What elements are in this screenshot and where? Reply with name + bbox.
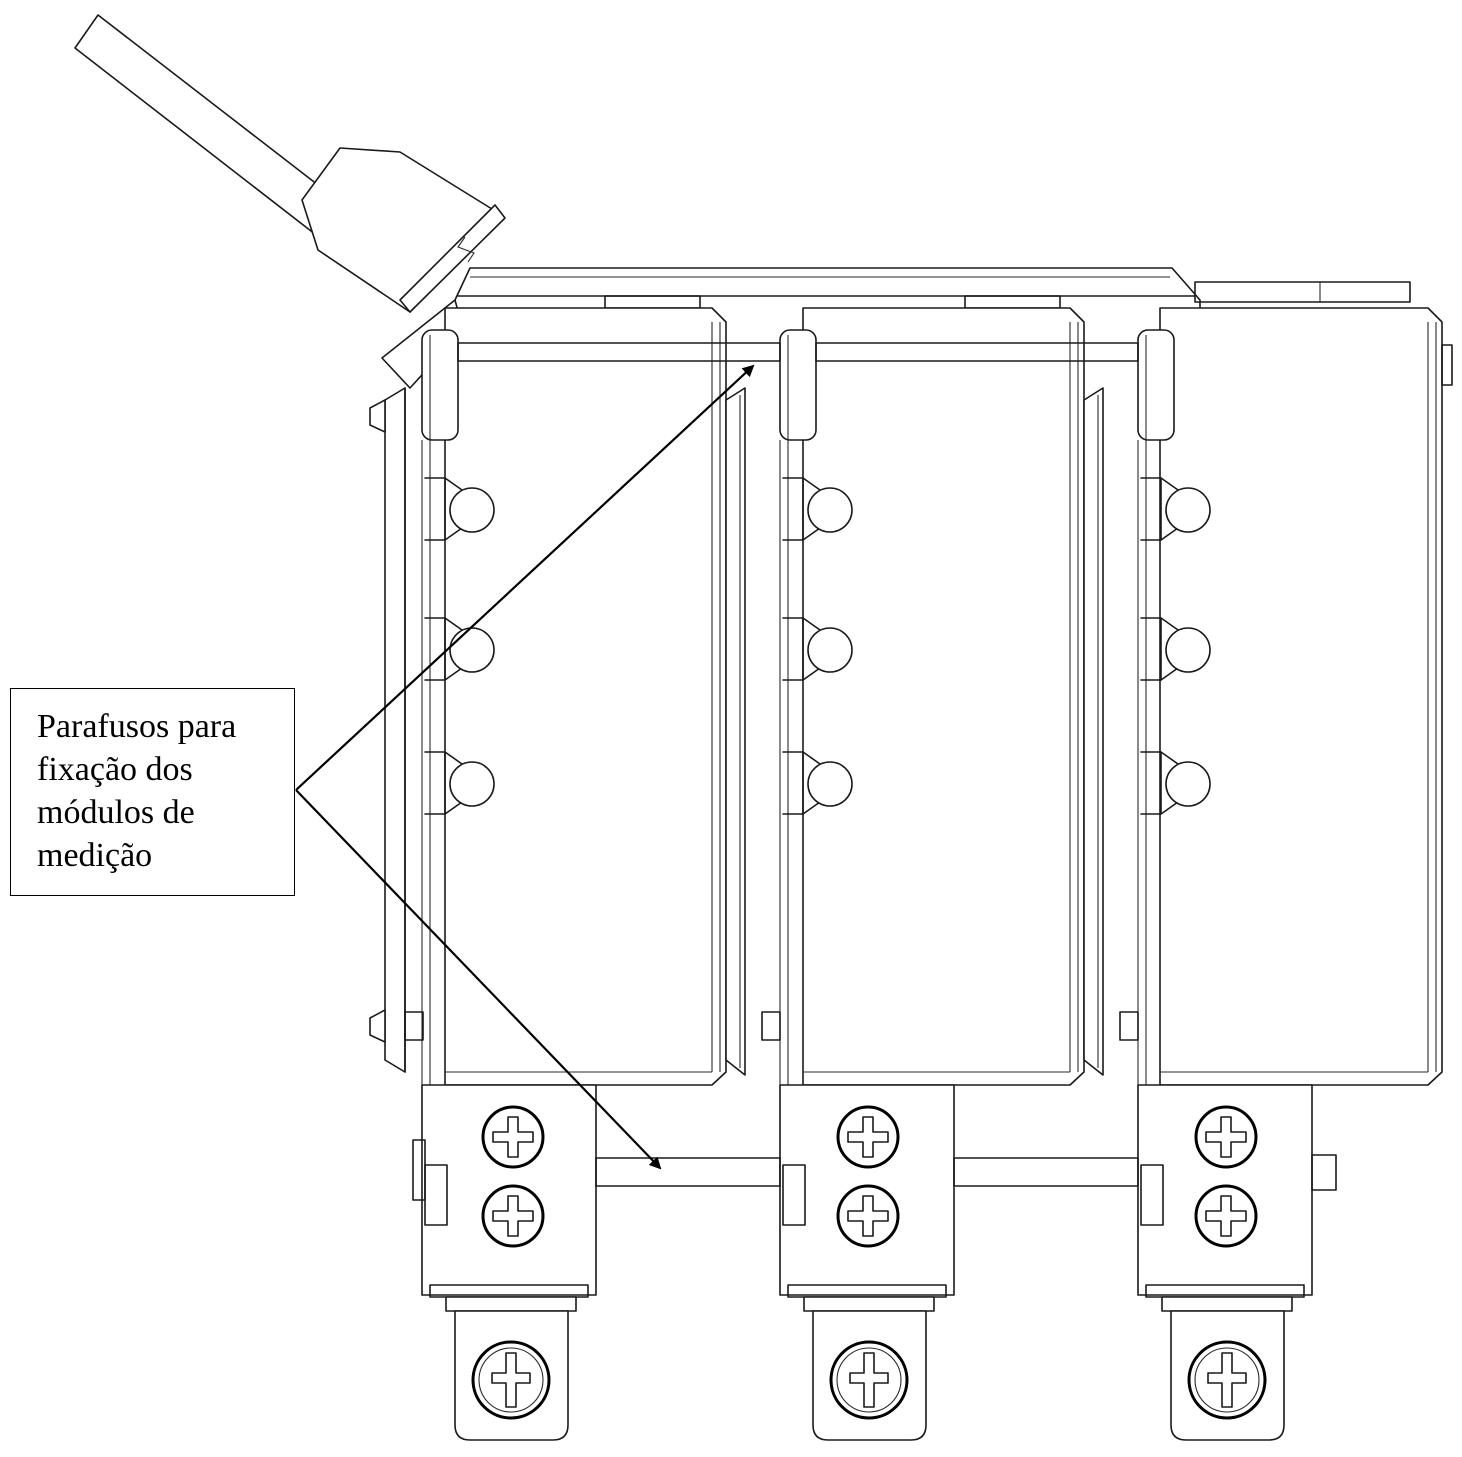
module-3-clips bbox=[1140, 477, 1211, 815]
module-2-clips bbox=[782, 477, 853, 815]
module-2 bbox=[725, 307, 1085, 1290]
module-1-terminal bbox=[412, 1084, 597, 1441]
module-1-clips bbox=[424, 477, 495, 815]
module-3 bbox=[1083, 307, 1453, 1290]
callout-arrow-bottom bbox=[295, 789, 662, 1170]
terminal-screws bbox=[481, 1105, 1258, 1248]
base-plate bbox=[384, 387, 406, 1073]
module-3-terminal bbox=[1137, 1084, 1337, 1441]
bottom-fixing-rod bbox=[595, 1157, 1139, 1187]
callout-arrow-top bbox=[295, 364, 755, 791]
module-2-terminal bbox=[779, 1084, 955, 1441]
top-fixing-rod bbox=[457, 342, 1139, 362]
lug-screws bbox=[471, 1340, 1267, 1420]
callout-label: Parafusos para fixação dos módulos de me… bbox=[10, 688, 295, 896]
callout-line-1: Parafusos para bbox=[37, 708, 237, 745]
callout-line-4: medição bbox=[37, 837, 153, 874]
handle-lever bbox=[74, 14, 506, 313]
callout-line-2: fixação dos bbox=[37, 751, 193, 788]
callout-line-3: módulos de bbox=[37, 794, 195, 831]
